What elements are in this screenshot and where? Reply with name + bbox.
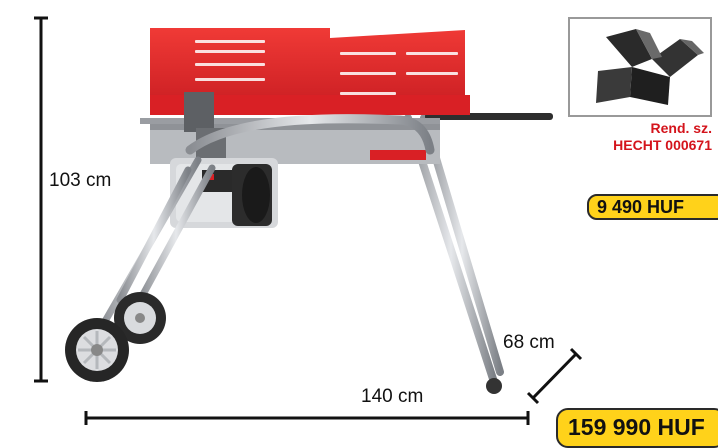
width-dimension-label: 68 cm	[503, 332, 555, 353]
accessory-price-badge: 9 490 HUF	[587, 194, 718, 220]
wheel-front	[65, 318, 129, 382]
splitting-cross-image	[596, 29, 704, 105]
length-dimension-label: 140 cm	[361, 386, 424, 407]
accessory-image-frame	[568, 17, 712, 117]
accessory-name-line2: HECHT 000671	[613, 137, 712, 153]
height-dimension-label: 103 cm	[49, 170, 112, 191]
product-price-badge: 159 990 HUF	[556, 408, 718, 448]
accessory-name: Rend. sz. HECHT 000671	[613, 120, 712, 154]
wheel-rear	[114, 292, 166, 344]
accessory-name-line1: Rend. sz.	[650, 120, 712, 136]
